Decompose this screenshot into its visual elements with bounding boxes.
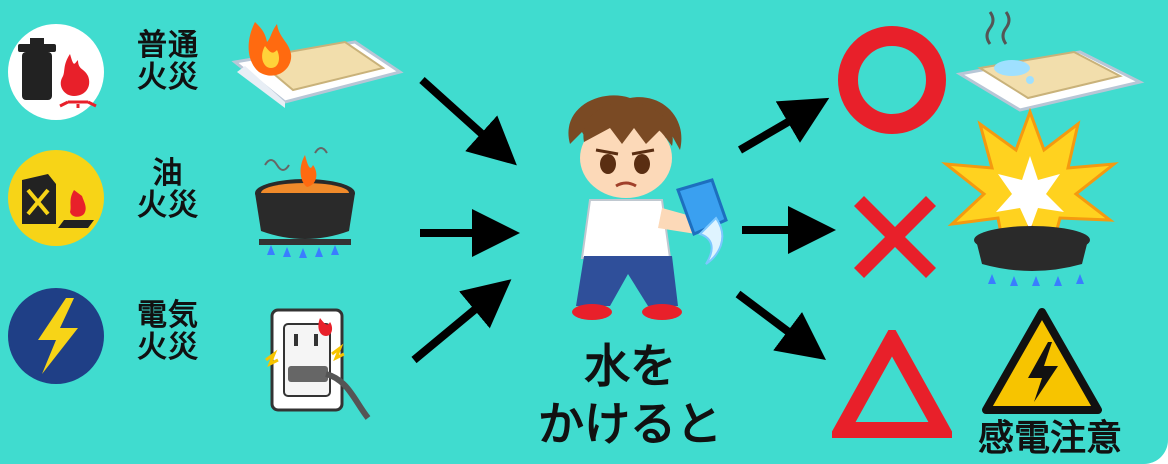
arrow-electric-to-center: [411, 279, 512, 364]
oil-fire-label: 油 火災: [137, 156, 199, 223]
ordinary-fire-label: 普通 火災: [137, 28, 199, 95]
boy-pouring-water-illustration: [568, 95, 728, 320]
electric-fire-badge: [8, 288, 104, 384]
arrow-center-to-caution: [735, 290, 826, 360]
oil-explosion-illustration: [941, 108, 1119, 286]
triangle-caution-mark: [832, 330, 952, 438]
arrow-ordinary-to-center: [419, 77, 517, 166]
electric-shock-warning-icon: [982, 308, 1102, 414]
electric-shock-caution-label: 感電注意: [977, 418, 1122, 459]
circle-ok-mark: [838, 26, 946, 134]
ordinary-fire-badge: [8, 24, 104, 120]
oil-fire-badge: [8, 150, 104, 246]
extinguished-futon-illustration: [955, 11, 1145, 112]
lightning-bolt-icon: [38, 298, 78, 374]
oil-can-fire-icon: [22, 174, 94, 228]
arrow-center-to-ok: [737, 97, 830, 154]
burning-futon-illustration: [231, 22, 404, 108]
cross-ng-mark: [854, 196, 936, 278]
water-caption-line2: かけると: [538, 397, 722, 451]
water-caption-line1: 水を: [584, 339, 676, 393]
oil-pot-fire-illustration: [255, 147, 355, 258]
electrical-outlet-fire-illustration: [265, 308, 371, 420]
trash-can-fire-icon: [18, 38, 97, 108]
electric-fire-label: 電気 火災: [137, 298, 199, 365]
